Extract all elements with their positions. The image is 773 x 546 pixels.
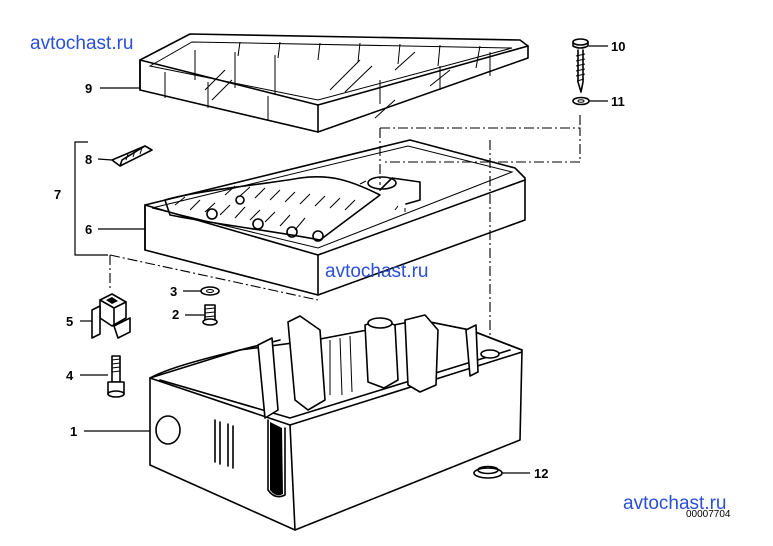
fuse-carrier-icon <box>144 139 526 296</box>
callout-4: 4 <box>66 368 74 383</box>
callout-12: 12 <box>534 466 549 481</box>
callout-3: 3 <box>170 284 178 299</box>
callout-1: 1 <box>70 424 78 439</box>
washer-3-icon <box>200 286 220 296</box>
assembly-axis-lines <box>109 115 581 360</box>
watermark-bottom-right: avtochast.ru <box>623 493 727 514</box>
bracket-icon <box>91 293 131 339</box>
watermark-center: avtochast.ru <box>325 261 429 282</box>
screw-2-icon <box>202 304 218 326</box>
leader-lines <box>80 45 608 474</box>
fuse-icon <box>111 145 153 167</box>
callout-8: 8 <box>85 152 93 167</box>
washer-11-icon <box>572 96 590 106</box>
callout-2: 2 <box>172 307 180 322</box>
callout-5: 5 <box>66 314 74 329</box>
bolt-4-icon <box>107 355 125 398</box>
grommet-icon <box>473 465 503 479</box>
drawing-code: 00007704 <box>686 509 731 520</box>
callout-9: 9 <box>85 81 93 96</box>
callout-7: 7 <box>54 187 62 202</box>
screw-10-icon <box>572 38 589 93</box>
callout-6: 6 <box>85 222 93 237</box>
group-bracket-icon <box>74 141 108 256</box>
cover-lid-icon <box>139 33 529 133</box>
watermark-top-left: avtochast.ru <box>30 33 134 54</box>
callout-11: 11 <box>611 94 625 109</box>
housing-icon <box>149 314 523 531</box>
callout-10: 10 <box>611 39 626 54</box>
